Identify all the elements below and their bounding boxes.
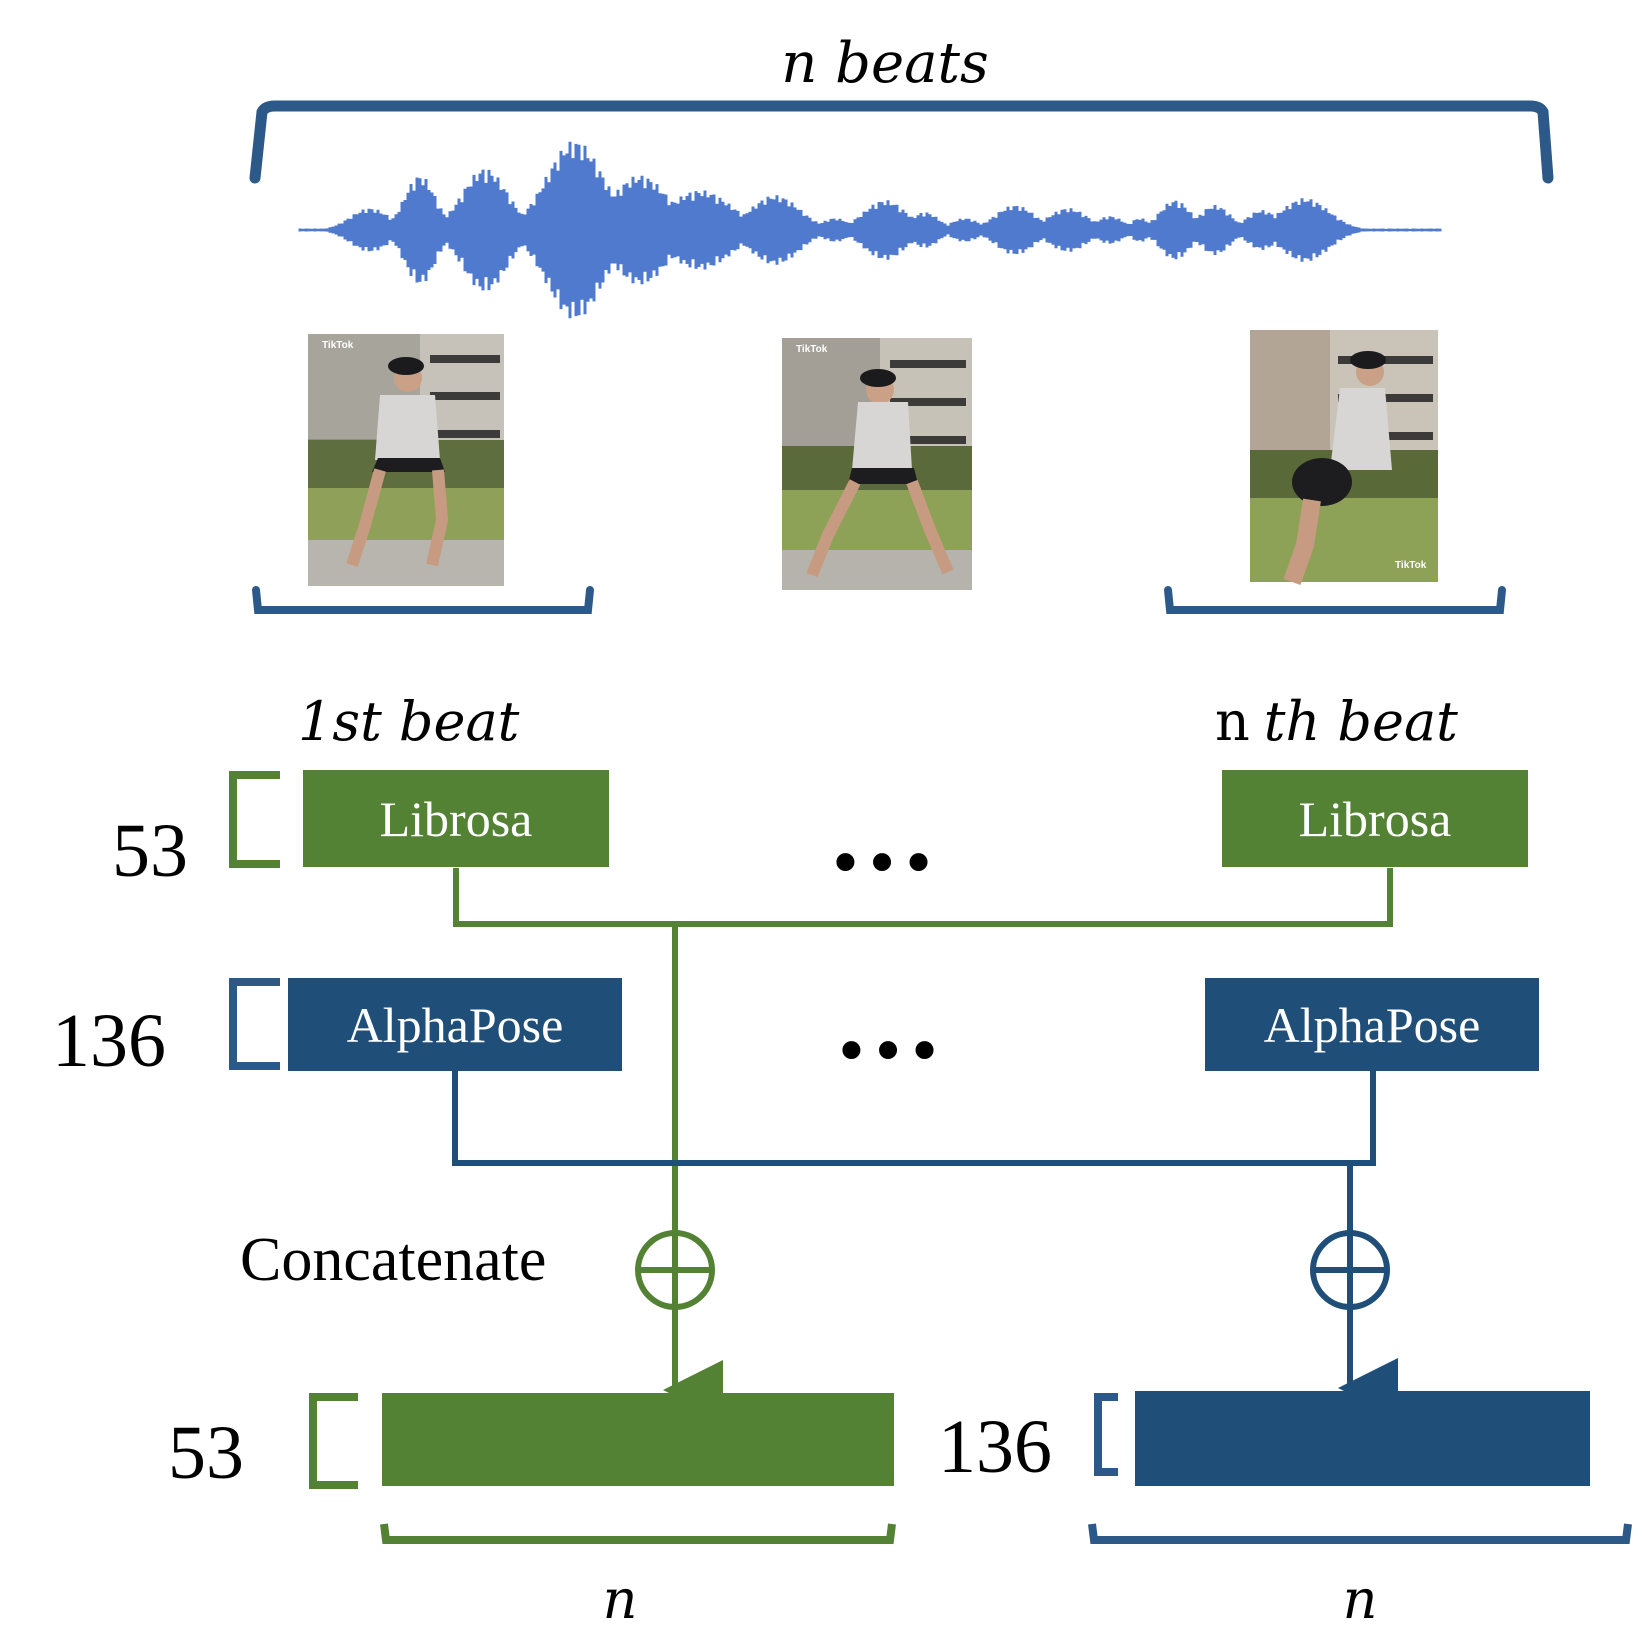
video-frame-last: TikTok <box>1250 330 1438 585</box>
audio-waveform <box>298 141 1442 319</box>
librosa-box-last: Librosa <box>1222 770 1528 867</box>
out-audio-n-bracket <box>380 1523 896 1544</box>
waveform-trace <box>298 141 1442 319</box>
audio-feature-matrix <box>382 1393 894 1486</box>
pose-dim-bracket <box>229 978 280 1070</box>
out-audio-n-label: n <box>603 1568 638 1631</box>
librosa-label: Librosa <box>1299 791 1452 847</box>
pose-dim-label: 136 <box>52 999 166 1083</box>
alphapose-ellipsis: ••• <box>833 1015 943 1088</box>
librosa-label: Librosa <box>380 791 533 847</box>
top-bracket <box>249 100 1554 184</box>
first-beat-label: 1st beat <box>298 690 520 753</box>
audio-dim-bracket <box>229 771 280 868</box>
out-pose-dim-label: 136 <box>938 1405 1052 1489</box>
first-beat-bracket <box>252 586 594 614</box>
concatenate-symbol-green <box>635 1230 715 1310</box>
frame-watermark: TikTok <box>1395 560 1427 571</box>
alphapose-box-last: AlphaPose <box>1205 978 1539 1071</box>
audio-dim-label: 53 <box>112 809 188 893</box>
nth-beat-prefix: n <box>1215 690 1250 753</box>
out-pose-dim-bracket <box>1094 1393 1118 1476</box>
frame-watermark: TikTok <box>796 344 828 355</box>
librosa-ellipsis: ••• <box>827 827 937 900</box>
out-pose-n-label: n <box>1343 1568 1378 1631</box>
frame-watermark: TikTok <box>322 340 354 351</box>
librosa-connector <box>453 868 1393 927</box>
n-beats-label: n beats <box>781 31 988 96</box>
alphapose-connector <box>452 1071 1376 1166</box>
concatenate-label: Concatenate <box>240 1226 546 1294</box>
concatenate-symbol-blue <box>1310 1230 1390 1310</box>
out-audio-dim-bracket <box>309 1393 358 1489</box>
video-frame-first: TikTok <box>308 334 504 586</box>
alphapose-label: AlphaPose <box>347 997 564 1053</box>
out-audio-dim-label: 53 <box>168 1411 244 1495</box>
pose-feature-matrix <box>1135 1391 1590 1486</box>
librosa-box-first: Librosa <box>303 770 609 867</box>
alphapose-box-first: AlphaPose <box>288 978 622 1071</box>
nth-beat-bracket <box>1164 586 1506 614</box>
alphapose-label: AlphaPose <box>1264 997 1481 1053</box>
nth-beat-suffix: th beat <box>1264 690 1458 753</box>
video-frame-middle: TikTok <box>782 338 972 590</box>
out-pose-n-bracket <box>1088 1523 1632 1544</box>
